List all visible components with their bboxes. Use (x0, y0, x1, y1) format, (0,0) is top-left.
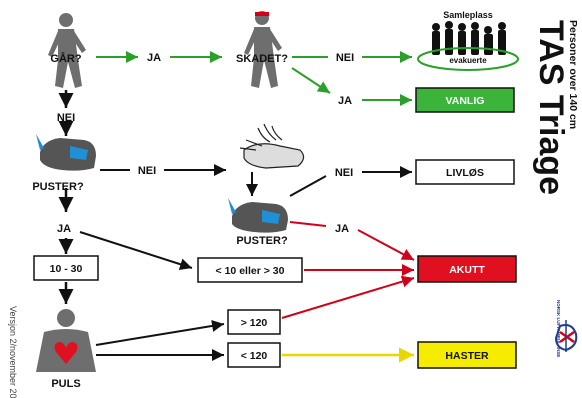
akutt-label: AKUTT (449, 264, 485, 276)
edge-ja-skadet: JA (338, 95, 352, 107)
haster-label: HASTER (445, 350, 489, 362)
livlos-box: LIVLØS (415, 159, 515, 185)
edge-ja-puster1: JA (57, 223, 71, 235)
assembly-area-ellipse (417, 47, 519, 71)
edge-ja-1: JA (147, 52, 161, 64)
airway-head-icon (36, 134, 96, 171)
arrow-skadet-ja (291, 67, 331, 94)
haster-box: HASTER (417, 341, 517, 369)
page-subtitle: Personer over 140 cm (567, 20, 579, 129)
rate-ok-box: 10 - 30 (33, 255, 99, 281)
pulse-high-label: > 120 (241, 317, 268, 329)
edge-nei-puster2: NEI (335, 167, 353, 179)
walking-person-icon (48, 13, 86, 88)
pulse-low-box: < 120 (227, 342, 281, 368)
edge-ja-puster2: JA (335, 223, 349, 235)
arrow-ja-rate-bad (79, 231, 193, 271)
arrow-ja-akutt (357, 229, 415, 261)
arrow-high-akutt (281, 275, 415, 319)
version-text: Versjon 2/november 2009 (8, 306, 18, 398)
livlos-label: LIVLØS (446, 167, 484, 179)
evakuerte-label: evakuerte (449, 56, 487, 65)
node-gar-label: GÅR? (50, 52, 81, 65)
arrow-puls-high (95, 320, 225, 346)
vanlig-box: VANLIG (415, 87, 515, 113)
edge-nei-puster1: NEI (138, 165, 156, 177)
rate-bad-label: < 10 eller > 30 (216, 265, 285, 277)
airway-manoeuvre-icon (239, 123, 305, 169)
node-puster1-label: PUSTER? (32, 181, 84, 193)
samleplass-label: Samleplass (443, 10, 493, 20)
pulse-high-box: > 120 (227, 309, 281, 335)
torso-heart-icon (36, 309, 96, 372)
node-skadet-label: SKADET? (236, 53, 288, 65)
norsk-luftambulanse-logo-icon (554, 320, 578, 352)
vanlig-label: VANLIG (446, 95, 485, 107)
injured-person-icon (244, 11, 282, 88)
edge-nei-1: NEI (57, 112, 75, 124)
org-name: NORSK LUFTAMBULANSE (556, 300, 561, 357)
page-title: TAS Triage (532, 20, 570, 195)
arrow-puster2-ja (289, 221, 327, 227)
edge-nei-skadet: NEI (336, 52, 354, 64)
node-puls-label: PULS (51, 378, 80, 390)
airway-head-icon-2 (228, 198, 288, 233)
pulse-low-label: < 120 (241, 350, 268, 362)
arrow-puster2-nei (289, 175, 327, 197)
node-puster2-label: PUSTER? (236, 235, 288, 247)
rate-ok-label: 10 - 30 (50, 263, 83, 275)
akutt-box: AKUTT (417, 255, 517, 283)
rate-bad-box: < 10 eller > 30 (197, 257, 303, 283)
